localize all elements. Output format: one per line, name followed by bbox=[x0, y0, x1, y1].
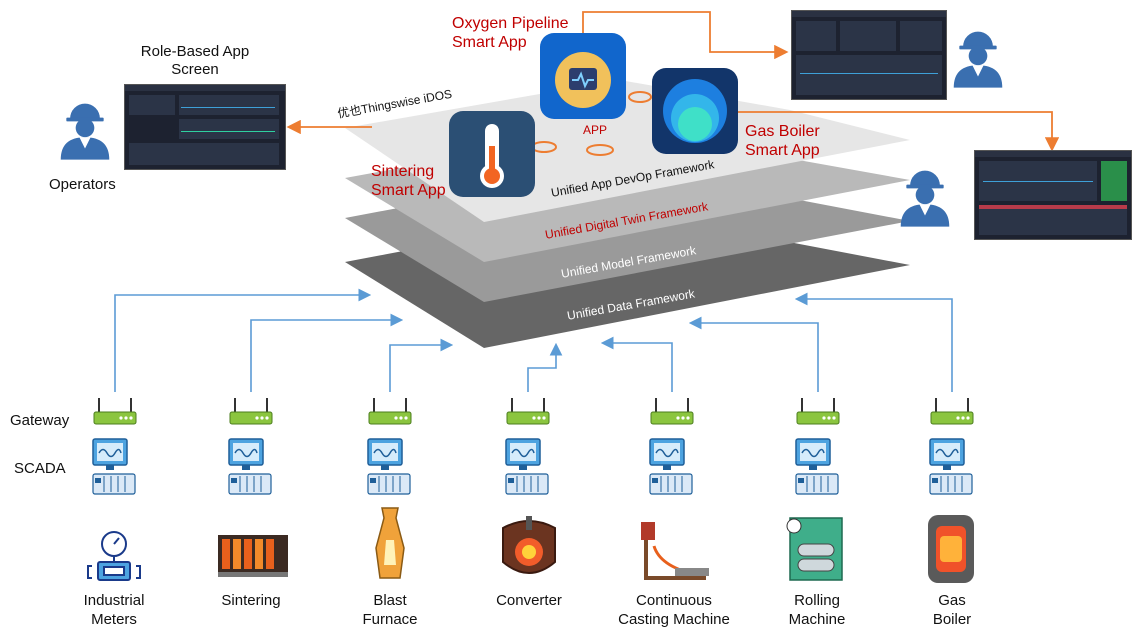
feed-arrow-gas-boiler bbox=[794, 292, 953, 392]
scada-icon bbox=[795, 438, 839, 495]
gas-boiler-screen-thumbnail[interactable] bbox=[974, 150, 1132, 240]
gateway-icon bbox=[93, 397, 137, 425]
operator-icon bbox=[60, 103, 110, 160]
oxygen-screen-connector bbox=[582, 11, 789, 60]
gateway-icon bbox=[229, 397, 273, 425]
app-label: APP bbox=[583, 123, 608, 137]
casting-icon bbox=[641, 522, 709, 580]
scada-icon bbox=[367, 438, 411, 495]
scada-icon bbox=[92, 438, 136, 495]
blast-furnace-icon bbox=[375, 507, 405, 579]
meter-icon bbox=[87, 531, 141, 581]
oxygen-app-icon[interactable] bbox=[540, 33, 626, 119]
oxygen-screen-thumbnail[interactable] bbox=[791, 10, 947, 100]
gateway-icon bbox=[506, 397, 550, 425]
scada-icon bbox=[649, 438, 693, 495]
gateway-row-label: Gateway bbox=[10, 412, 70, 429]
equipment-label-converter: Converter bbox=[496, 592, 562, 609]
sintering-app-icon[interactable] bbox=[449, 111, 535, 197]
gas-boiler-screen-connector bbox=[738, 111, 1060, 152]
boiler-icon bbox=[928, 515, 974, 583]
operator-icon bbox=[900, 170, 950, 227]
feed-arrow-meters bbox=[114, 288, 372, 392]
operators-label: Operators bbox=[49, 176, 116, 193]
gateway-icon bbox=[930, 397, 974, 425]
feed-arrow-sintering bbox=[250, 313, 404, 392]
gas-boiler-app-icon[interactable] bbox=[652, 68, 738, 154]
gateway-icon bbox=[368, 397, 412, 425]
operator-icon bbox=[953, 31, 1003, 88]
feed-arrow-rolling bbox=[688, 316, 819, 392]
feed-arrow-blast-furnace bbox=[389, 338, 454, 392]
scada-icon bbox=[228, 438, 272, 495]
role-based-app-screen-label: Role-Based App Screen bbox=[140, 43, 250, 78]
scada-icon bbox=[505, 438, 549, 495]
gateway-icon bbox=[796, 397, 840, 425]
scada-icon bbox=[929, 438, 973, 495]
equipment-label-sintering: Sintering bbox=[221, 592, 281, 609]
gateway-icon bbox=[650, 397, 694, 425]
feed-arrow-converter bbox=[527, 342, 563, 392]
rolling-icon bbox=[786, 517, 843, 581]
sintering-screen-thumbnail[interactable] bbox=[124, 84, 286, 170]
feed-arrow-casting bbox=[600, 336, 673, 392]
app-token bbox=[586, 144, 614, 156]
app-token bbox=[628, 91, 652, 103]
scada-row-label: SCADA bbox=[14, 460, 66, 477]
converter-icon bbox=[502, 516, 556, 574]
sintering-icon bbox=[218, 535, 288, 577]
